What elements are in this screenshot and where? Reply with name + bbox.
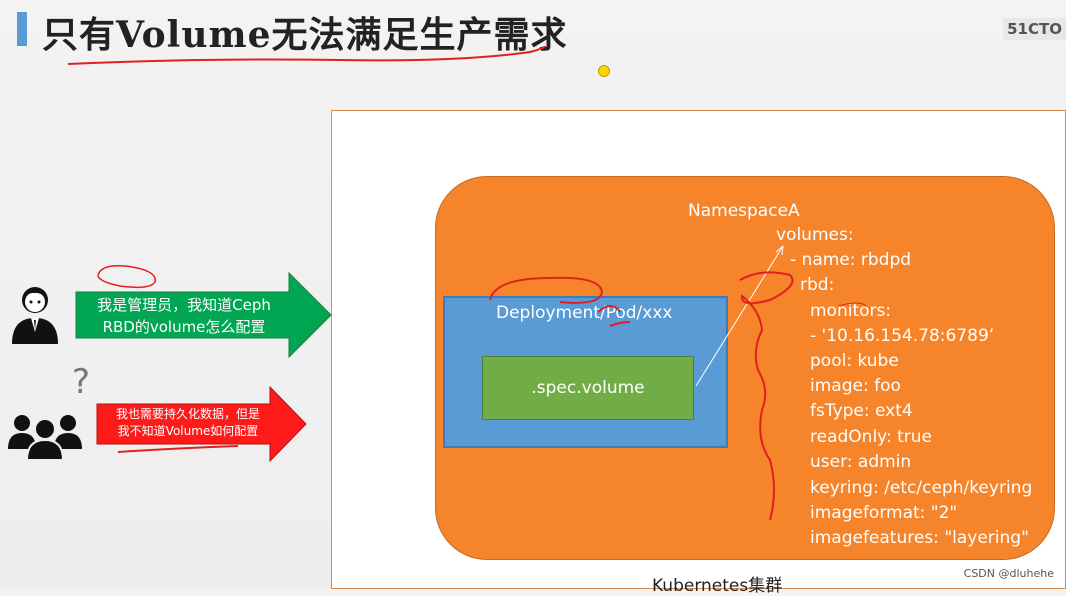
watermark: CSDN @dluhehe: [963, 567, 1054, 580]
question-mark: ?: [72, 362, 91, 402]
yaml-line: user: admin: [810, 452, 912, 472]
yaml-line: readOnly: true: [810, 427, 933, 447]
yaml-line: volumes:: [776, 225, 854, 245]
yaml-line: fsType: ext4: [810, 401, 913, 421]
admin-arrow-line1: 我是管理员，我知道Ceph: [97, 296, 271, 314]
user-arrow-line2: 我不知道Volume如何配置: [117, 424, 259, 438]
admin-arrow-shape: [75, 272, 332, 358]
yaml-line: imagefeatures: "layering": [810, 528, 1029, 548]
spec-volume-label: .spec.volume: [531, 378, 645, 398]
admin-arrow-line2: RBD的volume怎么配置: [102, 318, 266, 336]
brand-logo: 51CTO: [1003, 18, 1066, 40]
page-title: 只有Volume无法满足生产需求: [42, 14, 568, 56]
yaml-line: - name: rbdpd: [790, 250, 912, 270]
cluster-label: Kubernetes集群: [652, 576, 783, 596]
user-arrow-line1: 我也需要持久化数据，但是: [115, 407, 260, 421]
yaml-line: image: foo: [810, 376, 901, 396]
pointer-dot: [598, 65, 610, 77]
admin-person-icon: [12, 287, 58, 344]
spec-volume-box: [482, 356, 694, 420]
yaml-line: rbd:: [800, 275, 835, 295]
title-accent-bar: [17, 12, 27, 46]
yaml-line: keyring: /etc/ceph/keyring: [810, 478, 1033, 498]
admin-arrow-text: 我是管理员，我知道Ceph RBD的volume怎么配置: [78, 294, 290, 338]
yaml-line: monitors:: [810, 301, 892, 321]
user-group-icon: [8, 415, 82, 461]
yaml-line: - '10.16.154.78:6789’: [810, 326, 995, 346]
namespace-label: NamespaceA: [688, 201, 800, 221]
user-arrow-shape: [96, 386, 307, 462]
user-arrow-text: 我也需要持久化数据，但是 我不知道Volume如何配置: [99, 406, 277, 440]
deployment-label: Deployment/Pod/xxx: [496, 303, 673, 323]
yaml-line: imageformat: "2": [810, 503, 958, 523]
yaml-line: pool: kube: [810, 351, 899, 371]
